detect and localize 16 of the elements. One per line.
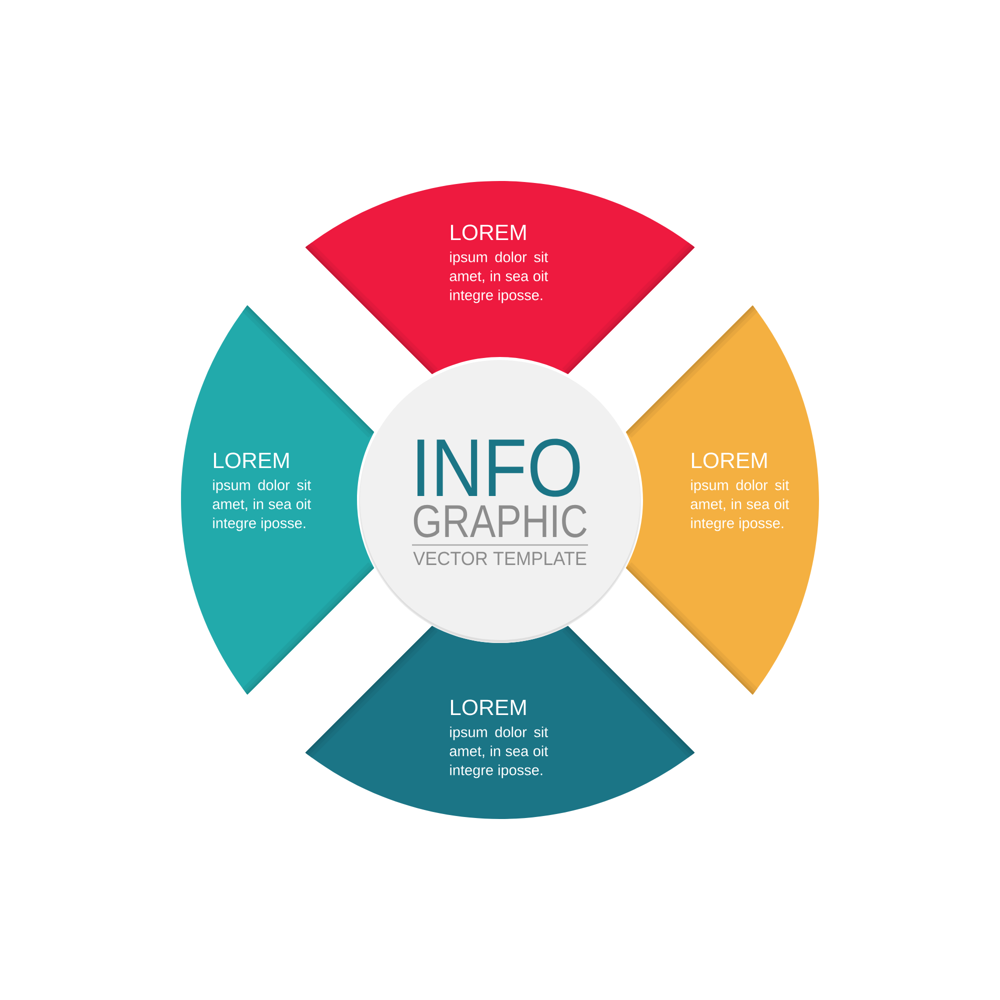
sector [305, 626, 695, 819]
center-circle [359, 360, 641, 643]
caption-text: VECTOR TEMPLATE [413, 552, 586, 566]
heading: LOREM [692, 452, 767, 468]
heading: LOREM [451, 224, 526, 240]
heading: INFO [417, 438, 580, 497]
body-text: ipsum dolor sit amet, in sea oit integre iposse. [212, 480, 312, 532]
body-text: ipsum dolor sit amet, in sea oit integre iposse. [690, 480, 790, 532]
sector [181, 305, 374, 695]
subheading: GRAPHIC [414, 504, 587, 538]
body-text: ipsum dolor sit amet, in sea oit integre iposse. [450, 252, 548, 304]
sector [626, 305, 819, 695]
body-text: ipsum dolor sit amet, in sea oit integre iposse. [450, 726, 548, 778]
sector [305, 181, 695, 374]
heading: LOREM [451, 700, 526, 716]
heading: LOREM [214, 452, 289, 468]
